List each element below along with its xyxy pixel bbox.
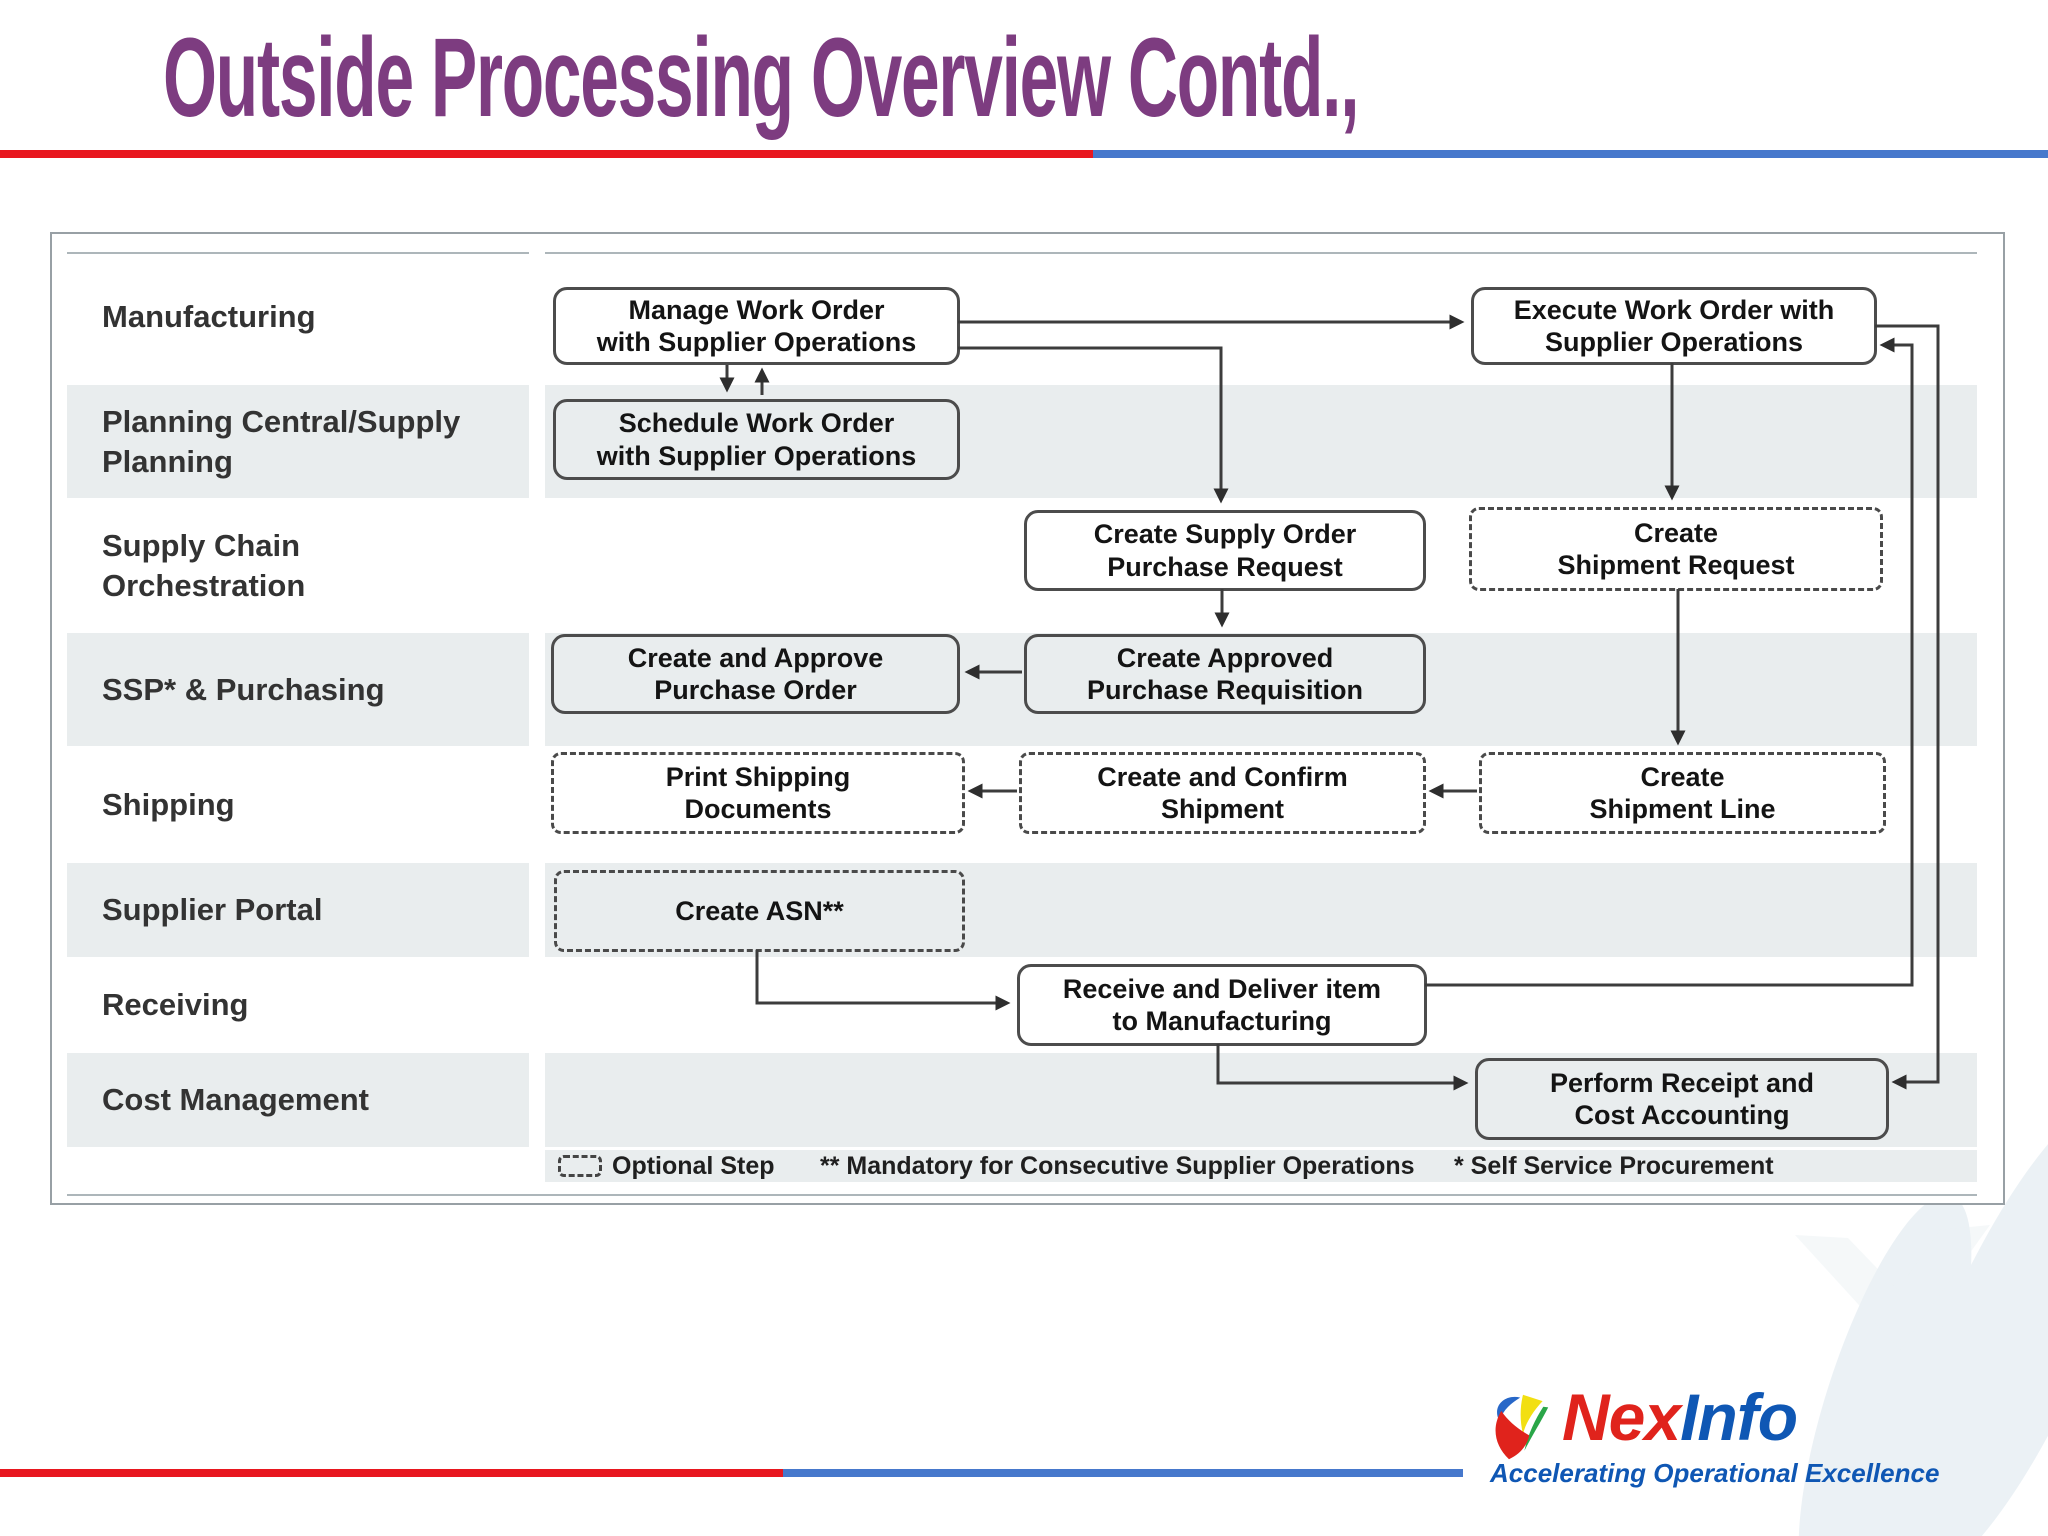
lane-label-receiving: Receiving <box>102 987 249 1023</box>
brand-tagline: Accelerating Operational Excellence <box>1490 1458 1940 1488</box>
flow-node-create-approve-po: Create and Approve Purchase Order <box>551 634 960 714</box>
flow-node-create-supply-order: Create Supply Order Purchase Request <box>1024 510 1426 591</box>
lane-label-manufacturing: Manufacturing <box>102 299 316 335</box>
flow-node-schedule-work-order: Schedule Work Order with Supplier Operat… <box>553 399 960 480</box>
legend-optional-step: Optional Step <box>612 1151 775 1180</box>
legend-mandatory-note: ** Mandatory for Consecutive Supplier Op… <box>820 1151 1415 1180</box>
footer-rule-red-segment <box>0 1469 783 1477</box>
flow-node-create-shipment-line: Create Shipment Line <box>1479 752 1886 834</box>
flow-node-create-asn: Create ASN** <box>554 870 965 952</box>
lane-top-hairline-label-col <box>67 252 529 254</box>
flow-node-create-shipment-request: Create Shipment Request <box>1469 507 1883 591</box>
lane-band-supplier-portal-label <box>67 863 529 957</box>
flow-node-print-shipping-documents: Print Shipping Documents <box>551 752 965 834</box>
brand-info: Info <box>1680 1380 1798 1454</box>
nexinfo-logo: NexInfo <box>1562 1384 1798 1450</box>
flow-node-manage-work-order: Manage Work Order with Supplier Operatio… <box>553 287 960 365</box>
legend-bar <box>545 1150 1977 1182</box>
brand-nex: Nex <box>1562 1380 1681 1454</box>
flow-node-create-approved-requisition: Create Approved Purchase Requisition <box>1024 634 1426 714</box>
lane-band-cost-label <box>67 1053 529 1147</box>
optional-step-dashed-icon <box>558 1155 602 1177</box>
footer-rule-blue-segment <box>783 1469 1463 1477</box>
legend-ssp-note: * Self Service Procurement <box>1454 1151 1774 1180</box>
flow-node-execute-work-order: Execute Work Order with Supplier Operati… <box>1471 287 1877 365</box>
lane-label-sco: Supply Chain Orchestration <box>102 527 306 603</box>
flow-node-create-confirm-shipment: Create and Confirm Shipment <box>1019 752 1426 834</box>
diagram-bottom-hairline <box>67 1194 1977 1196</box>
lane-label-supplier-portal: Supplier Portal <box>102 892 323 928</box>
lane-label-ssp: SSP* & Purchasing <box>102 671 385 707</box>
flow-node-receive-deliver: Receive and Deliver item to Manufacturin… <box>1017 964 1427 1046</box>
lane-label-shipping: Shipping <box>102 786 235 822</box>
swimlane-diagram: Manufacturing Planning Central/Supply Pl… <box>50 232 2005 1205</box>
title-rule-blue-segment <box>1093 150 2048 158</box>
lane-top-hairline-content-col <box>545 252 1977 254</box>
lane-band-planning-label <box>67 385 529 498</box>
lane-band-ssp-label <box>67 633 529 746</box>
nexinfo-flower-icon <box>1495 1394 1549 1460</box>
title-rule-red-segment <box>0 150 1093 158</box>
lane-label-cost: Cost Management <box>102 1082 369 1118</box>
slide-title: Outside Processing Overview Contd., <box>163 15 1360 140</box>
lane-label-planning: Planning Central/Supply Planning <box>102 403 461 479</box>
flow-node-perform-receipt: Perform Receipt and Cost Accounting <box>1475 1058 1889 1140</box>
